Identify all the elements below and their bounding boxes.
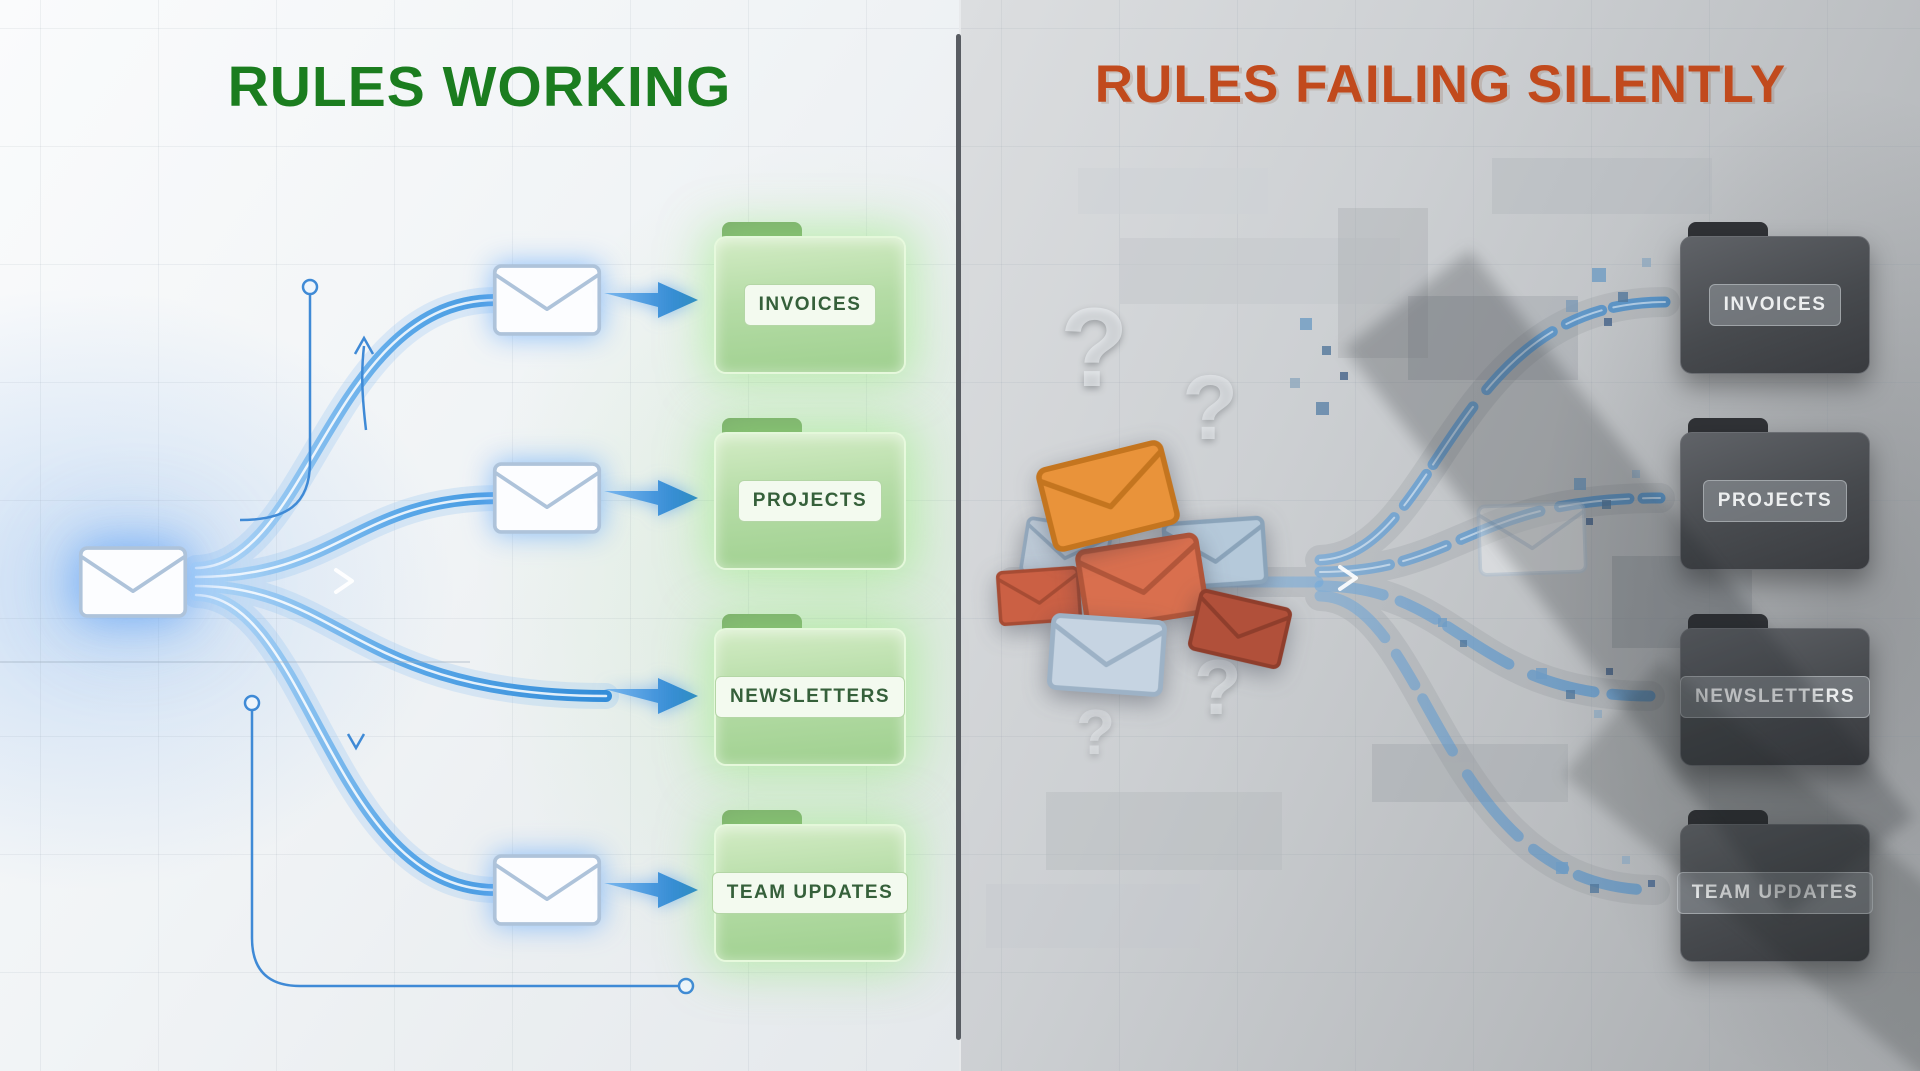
routed-email-icon: [492, 853, 602, 927]
incoming-email-icon: [78, 544, 188, 620]
panel-divider: [956, 34, 961, 1040]
glitch-artifact: [1492, 158, 1712, 214]
glitch-artifact: [1408, 296, 1578, 380]
folder-label: TEAM UPDATES: [1676, 872, 1874, 914]
question-mark-icon: ?: [1194, 643, 1242, 731]
routed-email-icon: [492, 461, 602, 535]
glitch-artifact: [1338, 208, 1428, 358]
folder-label: INVOICES: [743, 284, 877, 326]
flow-arrow-icon: [604, 282, 698, 318]
flow-arrow-icon: [604, 480, 698, 516]
folder-label: INVOICES: [1708, 284, 1842, 326]
unsorted-email-icon: [1186, 586, 1294, 672]
routed-email-icon: [492, 263, 602, 337]
right-panel-title: RULES FAILING SILENTLY: [1094, 55, 1787, 114]
folder-label: NEWSLETTERS: [714, 676, 906, 718]
glitch-artifact: [1372, 744, 1568, 802]
folder-label: PROJECTS: [1702, 480, 1848, 522]
question-mark-icon: ?: [1182, 357, 1239, 459]
question-mark-icon: ?: [1076, 696, 1116, 768]
folder-invoices-failing: INVOICES: [1680, 222, 1870, 374]
folder-label: PROJECTS: [737, 480, 883, 522]
unsorted-email-icon: [1031, 437, 1184, 555]
glitch-artifact: [1046, 792, 1282, 870]
folder-team-updates: TEAM UPDATES: [711, 810, 909, 962]
folder-projects-failing: PROJECTS: [1680, 418, 1870, 570]
folder-projects: PROJECTS: [714, 418, 906, 570]
folder-newsletters: NEWSLETTERS: [714, 614, 906, 766]
glitch-artifact: [986, 884, 1200, 948]
flow-arrow-icon: [604, 678, 698, 714]
question-mark-icon: ?: [1060, 285, 1129, 410]
folder-label: NEWSLETTERS: [1679, 676, 1871, 718]
folder-newsletters-failing: NEWSLETTERS: [1679, 614, 1871, 766]
unsorted-email-icon: [1045, 612, 1168, 698]
left-panel-title: RULES WORKING: [227, 55, 732, 119]
ghost-email-icon: [1471, 500, 1594, 578]
glitch-artifact: [1078, 168, 1268, 214]
folder-label: TEAM UPDATES: [711, 872, 909, 914]
glitch-artifact: [1120, 238, 1400, 304]
folder-invoices: INVOICES: [714, 222, 906, 374]
folder-team-updates-failing: TEAM UPDATES: [1676, 810, 1874, 962]
flow-arrow-icon: [604, 872, 698, 908]
